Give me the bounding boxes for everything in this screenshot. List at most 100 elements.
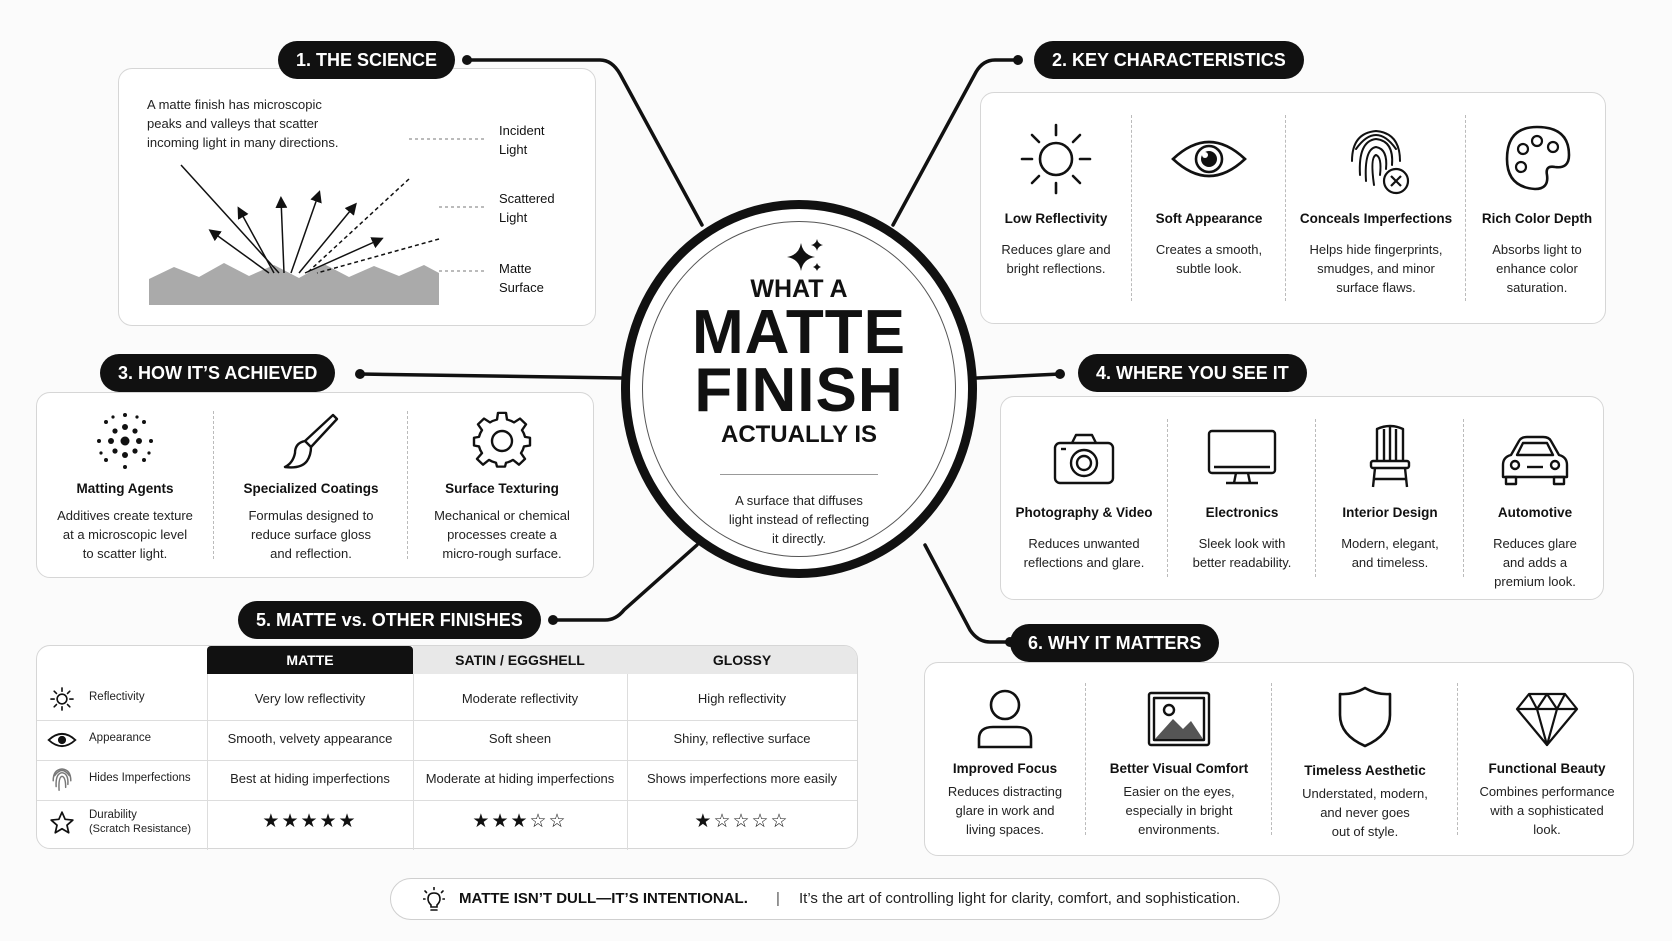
where-interior-design: Interior Design Modern, elegant,and time… xyxy=(1317,397,1463,599)
achieved-specialized-coatings: Specialized Coatings Formulas designed t… xyxy=(215,393,407,577)
row-label-appearance: Appearance xyxy=(89,732,152,744)
where-title: Interior Design xyxy=(1342,505,1438,520)
cell-glossy-appearance: Shiny, reflective surface xyxy=(673,731,811,746)
footer-bold-text: MATTE ISN’T DULL—IT’S INTENTIONAL. xyxy=(459,890,748,907)
gear-icon xyxy=(472,411,532,468)
center-divider xyxy=(720,474,878,475)
char-title: Conceals Imperfections xyxy=(1299,211,1453,226)
matte-surface-shape xyxy=(149,263,439,305)
brush-icon xyxy=(283,413,339,469)
star-icon xyxy=(50,811,74,834)
divider xyxy=(1167,419,1168,577)
header-satin: SATIN / EGGSHELL xyxy=(413,646,627,674)
cell-satin-imperfections: Moderate at hiding imperfections xyxy=(425,771,615,786)
achieved-title: Surface Texturing xyxy=(445,481,559,496)
lightbulb-icon xyxy=(423,887,445,911)
matters-title: Timeless Aesthetic xyxy=(1304,763,1426,778)
where-title-pill: 4. WHERE YOU SEE IT xyxy=(1078,354,1307,392)
science-description: A matte finish has microscopic peaks and… xyxy=(147,97,339,150)
where-desc: Modern, elegant,and timeless. xyxy=(1341,536,1439,570)
center-circle-inner-ring xyxy=(642,221,956,557)
palette-icon xyxy=(1505,125,1571,191)
sun-icon xyxy=(50,687,74,711)
footer-text: It’s the art of controlling light for cl… xyxy=(799,890,1241,907)
char-title: Low Reflectivity xyxy=(1004,211,1108,226)
matters-title-pill: 6. WHY IT MATTERS xyxy=(1010,624,1220,662)
char-title: Soft Appearance xyxy=(1155,211,1263,226)
sun-icon xyxy=(1020,123,1092,195)
center-line-3: FINISH xyxy=(694,356,904,425)
table-vline xyxy=(627,674,628,850)
divider xyxy=(1315,419,1316,577)
matters-title: Functional Beauty xyxy=(1488,761,1606,776)
center-line-4: ACTUALLY IS xyxy=(720,421,878,448)
fingerprint-icon xyxy=(52,768,72,792)
divider xyxy=(1285,115,1286,301)
matters-title: Better Visual Comfort xyxy=(1109,761,1249,776)
where-title: Electronics xyxy=(1205,505,1279,520)
center-line-1: WHAT A xyxy=(750,275,848,303)
stars-glossy: ★☆☆☆☆ xyxy=(694,811,790,832)
matters-visual-comfort: Better Visual Comfort Easier on the eyes… xyxy=(1087,663,1271,855)
table-hline xyxy=(37,720,857,721)
particles-icon xyxy=(97,413,153,469)
matters-title: Improved Focus xyxy=(952,761,1058,776)
image-icon xyxy=(1147,691,1211,747)
cell-matte-imperfections: Best at hiding imperfections xyxy=(230,771,390,786)
car-icon xyxy=(1501,435,1569,486)
divider xyxy=(1465,115,1466,301)
characteristics-title: 2. KEY CHARACTERISTICS xyxy=(1034,41,1304,79)
compare-card: MATTE SATIN / EGGSHELL GLOSSY Reflectivi… xyxy=(36,645,858,850)
where-title: Automotive xyxy=(1497,505,1573,520)
eye-icon xyxy=(1171,140,1247,178)
camera-icon xyxy=(1053,433,1115,485)
row-label-hides-imperfections: Hides Imperfections xyxy=(89,772,191,784)
divider xyxy=(213,411,214,559)
divider xyxy=(1463,419,1464,577)
science-card: A matte finish has microscopic peaks and… xyxy=(118,68,596,326)
achieved-title: Specialized Coatings xyxy=(243,481,379,496)
char-soft-appearance: Soft Appearance Creates a smooth,subtle … xyxy=(1133,93,1285,323)
stars-satin: ★★★☆☆ xyxy=(472,811,568,832)
light-scatter-diagram xyxy=(149,138,484,305)
chair-icon xyxy=(1369,424,1411,488)
char-conceals-imperfections: Conceals Imperfections Helps hide finger… xyxy=(1287,93,1465,323)
divider xyxy=(1131,115,1132,301)
achieved-title-pill: 3. HOW IT’S ACHIEVED xyxy=(100,354,336,392)
table-vline xyxy=(207,674,208,850)
table-hline xyxy=(37,760,857,761)
divider xyxy=(1457,683,1458,835)
science-title: 1. THE SCIENCE xyxy=(278,41,456,79)
where-title: Photography & Video xyxy=(1015,505,1153,520)
center-line-2: MATTE xyxy=(692,298,906,367)
char-desc: Creates a smooth,subtle look. xyxy=(1155,242,1263,276)
cell-satin-appearance: Soft sheen xyxy=(488,731,552,746)
cell-glossy-reflectivity: High reflectivity xyxy=(697,691,787,706)
achieved-surface-texturing: Surface Texturing Mechanical or chemical… xyxy=(409,393,595,577)
cell-matte-reflectivity: Very low reflectivity xyxy=(254,691,366,706)
